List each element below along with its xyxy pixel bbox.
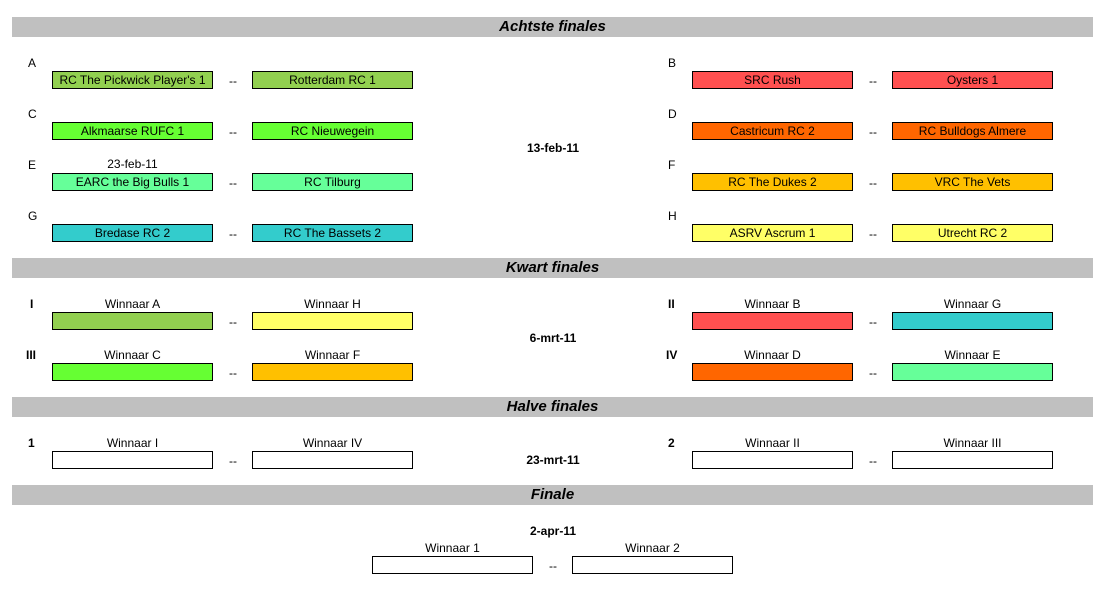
team-cell-b-home[interactable]: SRC Rush: [692, 71, 853, 89]
match-separator: --: [229, 125, 237, 139]
round-date-finale: 2-apr-11: [529, 524, 577, 538]
winner-label-b: Winnaar B: [744, 297, 801, 311]
section-header-halve-finales: Halve finales: [12, 397, 1093, 417]
team-cell-ii-home[interactable]: [692, 312, 853, 330]
winner-label-iv: Winnaar IV: [302, 436, 363, 450]
match-separator: --: [229, 176, 237, 190]
team-cell-iii-home[interactable]: [52, 363, 213, 381]
match-separator: --: [229, 366, 237, 380]
match-separator: --: [869, 125, 877, 139]
match-letter-e: E: [28, 158, 37, 172]
team-cell-c-away[interactable]: RC Nieuwegein: [252, 122, 413, 140]
match-letter-i: I: [30, 297, 34, 311]
winner-label-2: Winnaar 2: [625, 541, 680, 555]
match-letter-g: G: [28, 209, 38, 223]
team-cell-final-away[interactable]: [572, 556, 733, 574]
match-separator: --: [229, 227, 237, 241]
team-cell-b-away[interactable]: Oysters 1: [892, 71, 1053, 89]
match-separator: --: [869, 74, 877, 88]
team-cell-sf2-home[interactable]: [692, 451, 853, 469]
team-cell-a-away[interactable]: Rotterdam RC 1: [252, 71, 413, 89]
team-cell-sf1-away[interactable]: [252, 451, 413, 469]
winner-label-h: Winnaar H: [304, 297, 361, 311]
match-letter-d: D: [668, 107, 677, 121]
team-cell-f-away[interactable]: VRC The Vets: [892, 173, 1053, 191]
round-date-kwart-finales: 6-mrt-11: [529, 331, 577, 345]
team-cell-c-home[interactable]: Alkmaarse RUFC 1: [52, 122, 213, 140]
team-cell-sf2-away[interactable]: [892, 451, 1053, 469]
team-cell-sf1-home[interactable]: [52, 451, 213, 469]
team-cell-iv-home[interactable]: [692, 363, 853, 381]
match-separator: --: [869, 366, 877, 380]
match-letter-iii: III: [26, 348, 37, 362]
match-separator: --: [869, 454, 877, 468]
team-cell-i-home[interactable]: [52, 312, 213, 330]
match-separator: --: [549, 559, 557, 573]
match-letter-1: 1: [28, 436, 35, 450]
match-letter-2: 2: [668, 436, 675, 450]
winner-label-e: Winnaar E: [944, 348, 1001, 362]
winner-label-d: Winnaar D: [744, 348, 801, 362]
team-cell-a-home[interactable]: RC The Pickwick Player's 1: [52, 71, 213, 89]
match-letter-b: B: [668, 56, 677, 70]
team-cell-iv-away[interactable]: [892, 363, 1053, 381]
team-cell-h-home[interactable]: ASRV Ascrum 1: [692, 224, 853, 242]
match-letter-iv: IV: [666, 348, 678, 362]
match-letter-h: H: [668, 209, 677, 223]
team-cell-h-away[interactable]: Utrecht RC 2: [892, 224, 1053, 242]
team-cell-ii-away[interactable]: [892, 312, 1053, 330]
team-cell-final-home[interactable]: [372, 556, 533, 574]
winner-label-iii: Winnaar III: [943, 436, 1002, 450]
section-header-achtste-finales: Achtste finales: [12, 17, 1093, 37]
section-header-kwart-finales: Kwart finales: [12, 258, 1093, 278]
team-cell-f-home[interactable]: RC The Dukes 2: [692, 173, 853, 191]
team-cell-e-home[interactable]: EARC the Big Bulls 1: [52, 173, 213, 191]
match-letter-f: F: [668, 158, 676, 172]
team-cell-i-away[interactable]: [252, 312, 413, 330]
match-separator: --: [869, 227, 877, 241]
match-letter-a: A: [28, 56, 37, 70]
winner-label-a: Winnaar A: [104, 297, 161, 311]
team-cell-g-away[interactable]: RC The Bassets 2: [252, 224, 413, 242]
section-header-finale: Finale: [12, 485, 1093, 505]
team-cell-g-home[interactable]: Bredase RC 2: [52, 224, 213, 242]
winner-label-ii: Winnaar II: [745, 436, 800, 450]
winner-label-i: Winnaar I: [106, 436, 159, 450]
winner-label-f: Winnaar F: [304, 348, 361, 362]
winner-label-c: Winnaar C: [104, 348, 161, 362]
match-separator: --: [229, 74, 237, 88]
match-letter-c: C: [28, 107, 37, 121]
team-cell-d-away[interactable]: RC Bulldogs Almere: [892, 122, 1053, 140]
winner-label-1: Winnaar 1: [425, 541, 480, 555]
match-separator: --: [229, 315, 237, 329]
match-date-e: 23-feb-11: [107, 157, 158, 171]
team-cell-e-away[interactable]: RC Tilburg: [252, 173, 413, 191]
round-date-halve-finales: 23-mrt-11: [526, 453, 580, 467]
match-separator: --: [869, 176, 877, 190]
match-separator: --: [229, 454, 237, 468]
team-cell-d-home[interactable]: Castricum RC 2: [692, 122, 853, 140]
match-separator: --: [869, 315, 877, 329]
team-cell-iii-away[interactable]: [252, 363, 413, 381]
match-letter-ii: II: [668, 297, 675, 311]
round-date-achtste-finales: 13-feb-11: [526, 141, 580, 155]
winner-label-g: Winnaar G: [943, 297, 1002, 311]
